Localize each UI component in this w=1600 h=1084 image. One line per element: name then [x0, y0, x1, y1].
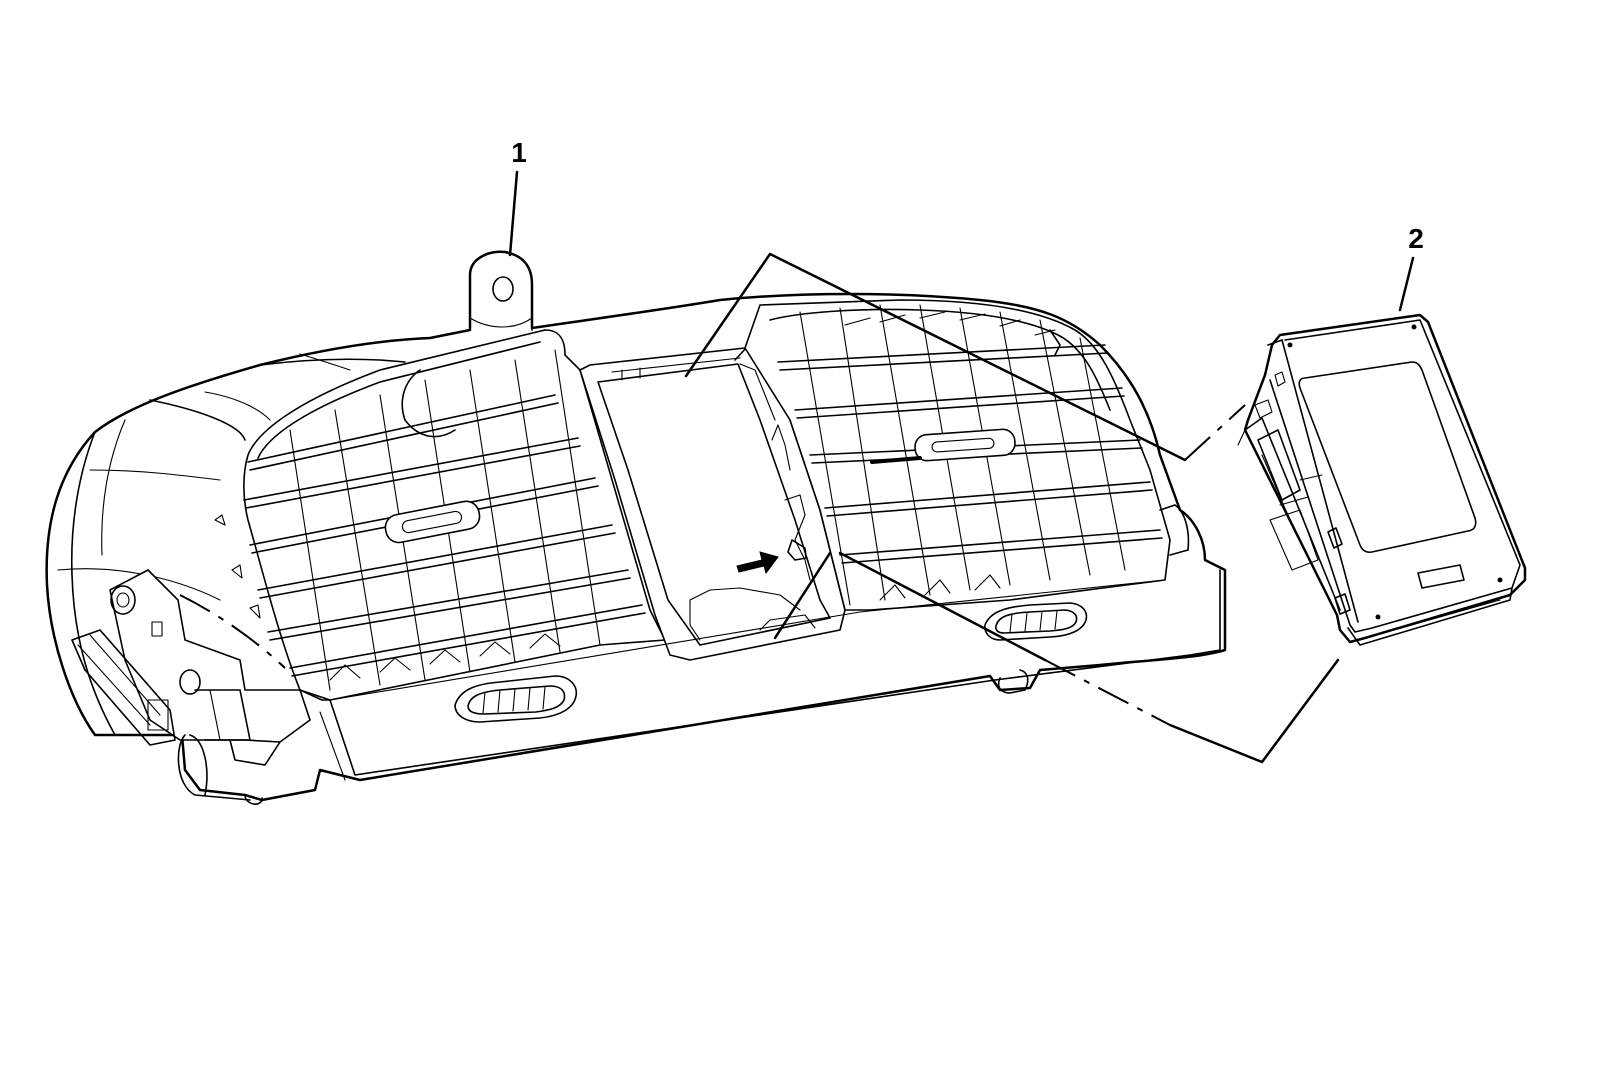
center-opening	[579, 345, 846, 661]
left-vent-grille	[214, 329, 666, 701]
right-vent-knob	[914, 428, 1016, 462]
leader-lines	[508, 170, 1415, 764]
air-outlet-assembly	[45, 250, 1227, 805]
module-screen	[1298, 361, 1477, 553]
right-vent-grille	[744, 299, 1190, 611]
mounting-tab-hole	[492, 276, 514, 302]
right-lower-vent	[984, 602, 1088, 641]
callout-2-label: 2	[1408, 223, 1424, 254]
mounting-tab	[469, 250, 533, 331]
callout-2-leader	[1398, 256, 1415, 312]
left-lower-vent	[454, 675, 578, 723]
arrow-right-icon	[736, 551, 779, 575]
module-component	[1237, 313, 1527, 646]
callout-1-label: 1	[511, 137, 527, 168]
callout-1-leader	[508, 170, 519, 257]
